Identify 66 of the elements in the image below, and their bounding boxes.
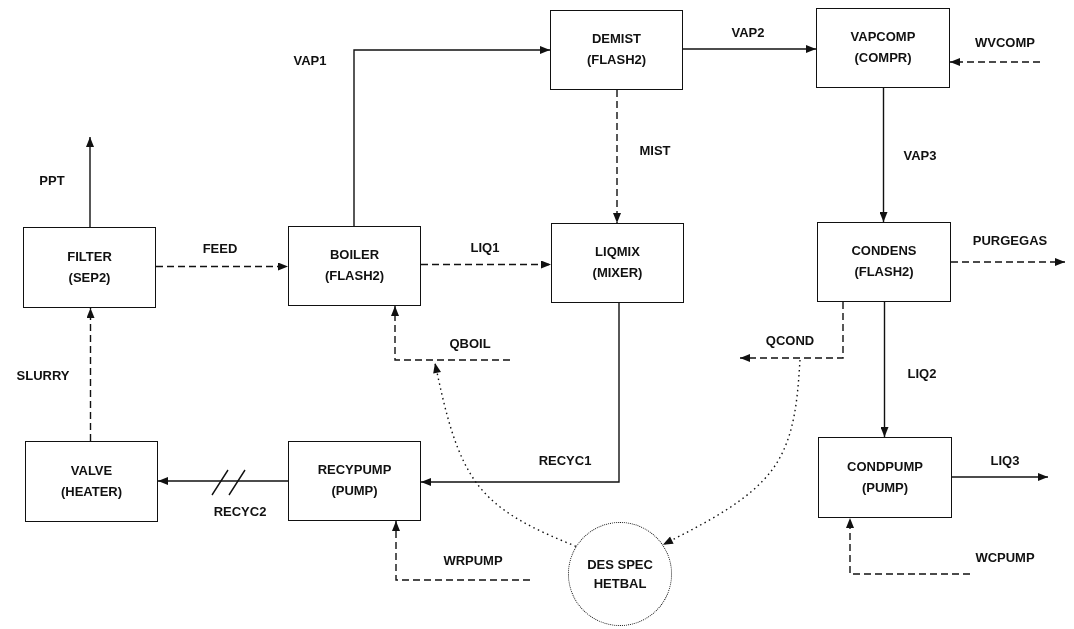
block-model: (FLASH2) [324,269,385,284]
block-name: FILTER [67,249,112,265]
stream-arrow [682,45,817,53]
unit-block [23,227,156,308]
dotted-connector [433,362,577,548]
stream-arrow [420,302,620,486]
block-name: DEMIST [591,32,642,47]
unit-block [816,8,950,88]
block-name: CONDENS [851,244,917,259]
stream-label: LIQ3 [990,452,1020,468]
unit-block [551,223,684,303]
block-name: RECYPUMP [317,463,392,478]
stream-arrow [846,517,971,575]
unit-block [25,441,158,522]
stream-label: LIQ1 [470,239,500,255]
stream-arrow [392,520,531,581]
stream-label: WVCOMP [975,34,1035,50]
stream-label: QBOIL [449,335,491,351]
stream-label: WCPUMP [975,549,1035,565]
stream-label: WRPUMP [443,552,503,568]
stream-label: VAP3 [903,147,937,163]
stream-label: FEED [202,240,238,256]
stream-arrow [391,305,511,361]
stream-label: SLURRY [16,367,70,383]
block-model: (PUMP) [331,484,378,499]
stream-arrow [880,301,889,438]
stream-arrow [155,262,289,271]
block-name: CONDPUMP [847,459,923,475]
stream-arrow [739,301,844,362]
stream-label: MIST [639,142,671,158]
stream-arrow [879,87,888,223]
stream-label: PPT [39,172,65,188]
stream-label: VAP1 [293,52,327,68]
stream-arrow [951,473,1049,481]
unit-block [818,437,952,518]
block-name: VAPCOMP [850,30,916,45]
stream-arrow [949,58,1041,66]
stream-label: RECYC1 [538,452,592,468]
stream-arrow [353,46,551,227]
unit-block [817,222,951,302]
design-spec-label: DES SPEC HETBAL [586,555,654,593]
block-name: LIQMIX [595,245,640,260]
block-model: (HEATER) [60,484,123,500]
stream-label: LIQ2 [907,365,937,381]
stream-arrow [613,89,621,224]
block-model: (FLASH2) [586,53,647,68]
block-model: (COMPR) [854,51,912,66]
stream-arrow [950,258,1066,266]
block-name: VALVE [70,463,113,479]
unit-block [288,226,421,306]
dotted-connector [662,359,801,546]
stream-arrow [86,136,94,228]
stream-arrow [420,260,552,269]
block-model: (MIXER) [592,266,643,281]
block-model: (FLASH2) [854,265,914,280]
block-name: BOILER [329,248,380,263]
unit-block [288,441,421,521]
stream-arrow [86,307,95,442]
unit-block [550,10,683,90]
stream-label: VAP2 [731,24,765,40]
stream-label: PURGEGAS [972,232,1048,248]
stream-label: QCOND [765,332,815,348]
stream-label: RECYC2 [213,503,267,519]
block-model: (SEP2) [68,270,111,286]
stream-arrow [157,477,289,485]
block-model: (PUMP) [861,480,909,496]
